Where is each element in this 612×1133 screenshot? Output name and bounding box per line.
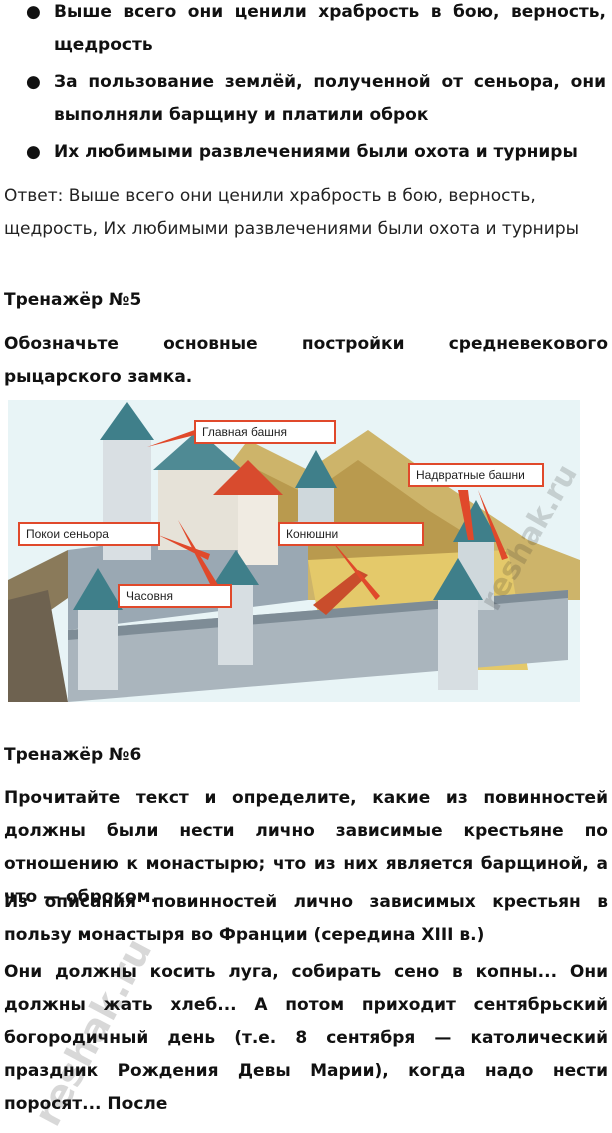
bullet-text: Выше всего они ценили храбрость в бою, в…	[54, 2, 606, 55]
trainer6-title: Тренажёр №6	[4, 745, 142, 765]
label-stables: Конюшни	[278, 522, 424, 546]
label-main-tower: Главная башня	[194, 420, 336, 444]
label-gate-towers: Надвратные башни	[408, 463, 544, 487]
bullet-item: ● За пользование землёй, полученной от с…	[0, 66, 612, 132]
trainer5-title: Тренажёр №5	[4, 290, 142, 310]
bullet-dot: ●	[26, 142, 41, 162]
label-lord-chambers: Покои сеньора	[18, 522, 160, 546]
bullet-dot: ●	[26, 2, 41, 22]
label-chapel: Часовня	[118, 584, 232, 608]
bullet-item: ● Их любимыми развлечениями были охота и…	[0, 136, 612, 169]
bullet-item: ● Выше всего они ценили храбрость в бою,…	[0, 0, 612, 62]
trainer5-task: Обозначьте основные постройки средневеко…	[4, 334, 608, 387]
castle-illustration: Главная башня Надвратные башни Покои сен…	[8, 400, 580, 702]
answer-text: Ответ: Выше всего они ценили храбрость в…	[4, 186, 580, 239]
castle-drawing	[8, 400, 580, 702]
bullet-text: За пользование землёй, полученной от сен…	[54, 72, 606, 125]
source-text: Они должны косить луга, собирать сено в …	[4, 962, 608, 1114]
trainer6-task: Прочитайте текст и определите, какие из …	[4, 788, 608, 907]
bullet-list: ● Выше всего они ценили храбрость в бою,…	[0, 0, 612, 173]
source-title: Из описания повинностей лично зависимых …	[4, 892, 608, 945]
bullet-dot: ●	[26, 72, 41, 92]
bullet-text: Их любимыми развлечениями были охота и т…	[54, 142, 578, 162]
